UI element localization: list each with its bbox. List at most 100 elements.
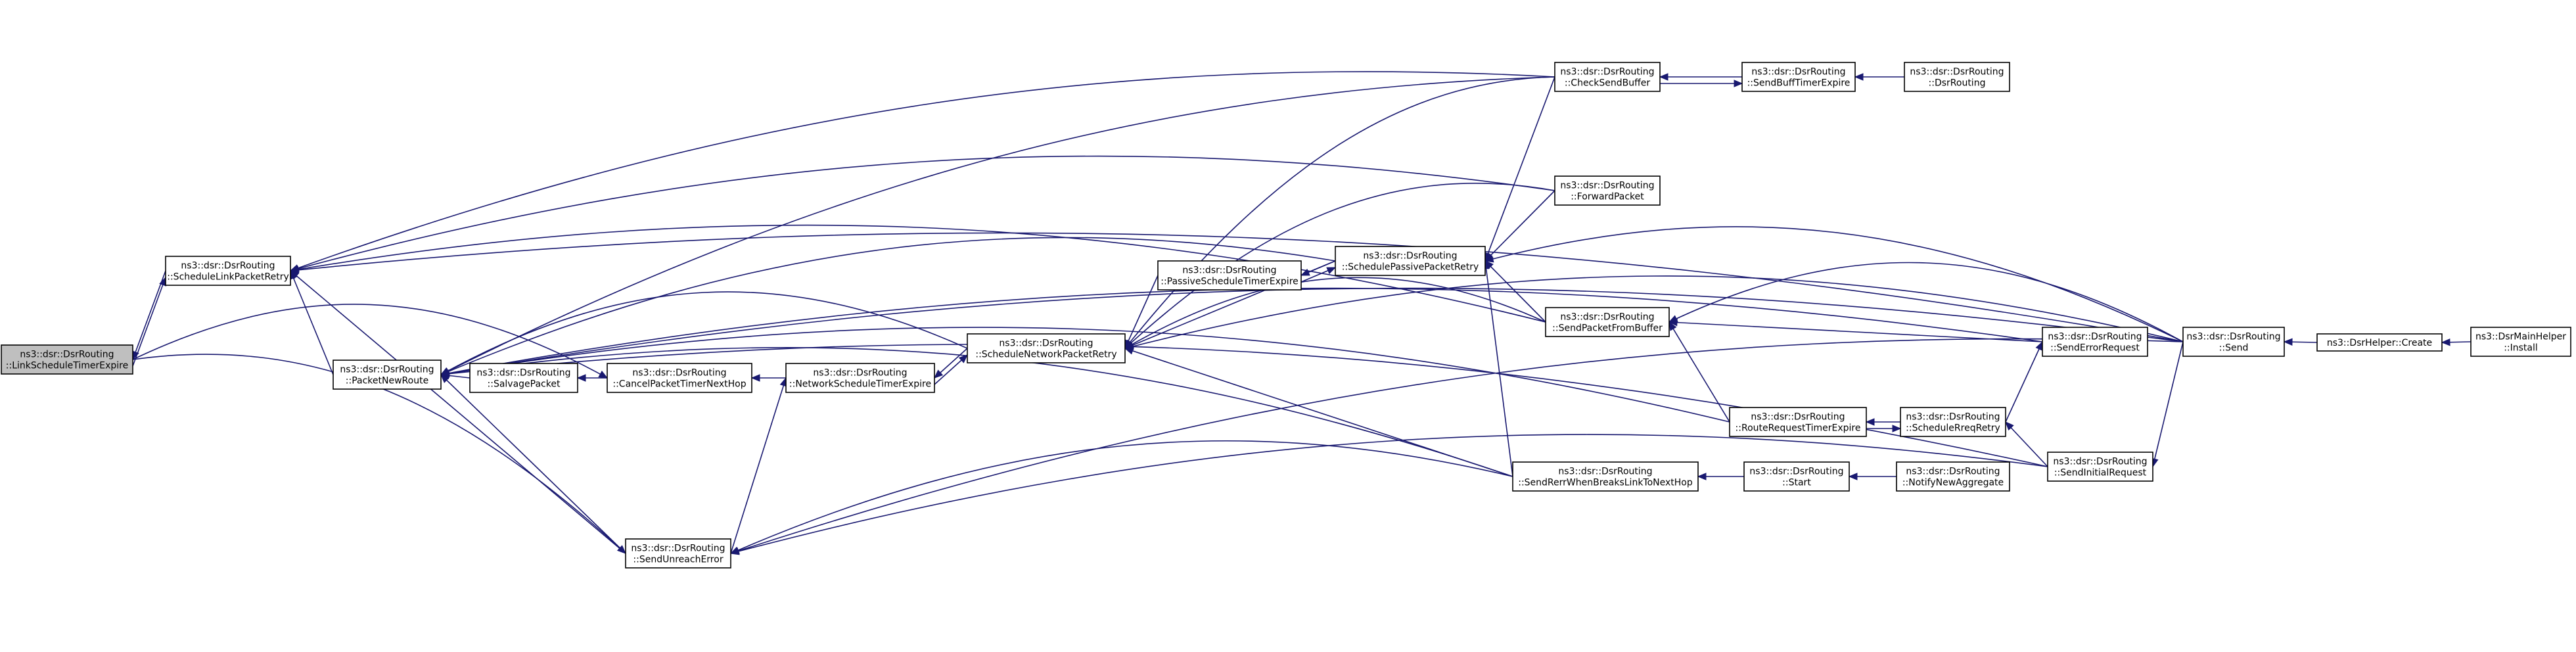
edge-send_buff_timer_expire-to-check_send_buffer (1659, 73, 1742, 81)
edge-layer (131, 71, 2472, 555)
node-schedule-network-packet-retry[interactable]: ns3::dsr::DsrRouting::ScheduleNetworkPac… (967, 333, 1126, 363)
node-label-line: ns3::dsr::DsrRouting (1560, 312, 1654, 323)
node-box (1335, 246, 1486, 276)
node-box (1, 344, 133, 375)
node-box (2042, 327, 2148, 357)
node-schedule-link-packet-retry[interactable]: ns3::dsr::DsrRouting::ScheduleLinkPacket… (165, 256, 291, 286)
node-send[interactable]: ns3::dsr::DsrRouting::Send (2182, 327, 2285, 357)
node-label-line: ns3::dsr::DsrRouting (2053, 457, 2147, 467)
node-label-line: ns3::dsr::DsrRouting (340, 365, 434, 375)
node-dsr-routing-ctor[interactable]: ns3::dsr::DsrRouting::DsrRouting (1904, 62, 2010, 92)
node-send-error-request[interactable]: ns3::dsr::DsrRouting::SendErrorRequest (2042, 327, 2148, 357)
edge-send_rerr_when_breaks-to-packet_new_route (440, 347, 1513, 477)
node-label-line: ::LinkScheduleTimerExpire (6, 361, 128, 371)
node-box (2182, 327, 2285, 357)
edge-dsr_helper_create-to-send (2283, 338, 2318, 346)
node-route-request-timer-expire[interactable]: ns3::dsr::DsrRouting::RouteRequestTimerE… (1729, 407, 1867, 437)
node-label-line: ::PacketNewRoute (346, 376, 428, 386)
edge-check_send_buffer-to-schedule_passive_packet_retry (1484, 76, 1555, 262)
node-label-line: ns3::dsr::DsrRouting (1906, 467, 2000, 477)
node-check-send-buffer[interactable]: ns3::dsr::DsrRouting::CheckSendBuffer (1554, 62, 1661, 92)
node-box (333, 360, 442, 390)
node-start[interactable]: ns3::dsr::DsrRouting::Start (1743, 461, 1850, 492)
node-notify-new-aggregate[interactable]: ns3::dsr::DsrRouting::NotifyNewAggregate (1896, 461, 2010, 492)
node-box (1741, 62, 1856, 92)
node-send-packet-from-buffer[interactable]: ns3::dsr::DsrRouting::SendPacketFromBuff… (1545, 307, 1670, 337)
edge-check_send_buffer-to-schedule_link_packet_retry (289, 71, 1555, 272)
node-label-line: ::ScheduleNetworkPacketRetry (975, 350, 1116, 360)
node-label-line: ::Start (1782, 478, 1811, 488)
node-dsr-main-helper-install[interactable]: ns3::DsrMainHelper::Install (2470, 327, 2571, 357)
node-box (1729, 407, 1867, 437)
edge-schedule_passive_packet_retry-to-passive_schedule_timer_expire (1300, 260, 1336, 276)
node-label-line: ns3::dsr::DsrRouting (632, 368, 726, 379)
node-box (1900, 407, 2006, 437)
edge-forward_packet-to-schedule_network_packet_retry (1124, 183, 1555, 349)
node-label-line: ::SendPacketFromBuffer (1552, 323, 1663, 334)
edge-send_rerr_when_breaks-to-send_unreach_error (729, 440, 1513, 554)
node-link-schedule-timer-expire: ns3::dsr::DsrRouting::LinkScheduleTimerE… (1, 344, 133, 375)
edge-network_schedule_timer_expire-to-cancel_packet_timer_next_hop (750, 374, 786, 382)
edge-link_schedule_timer_expire-to-schedule_link_packet_retry (132, 276, 167, 367)
node-send-buff-timer-expire[interactable]: ns3::dsr::DsrRouting::SendBuffTimerExpir… (1741, 62, 1856, 92)
edge-send-to-schedule_passive_packet_retry (1484, 226, 2184, 342)
node-label-line: ns3::dsr::DsrRouting (2048, 332, 2142, 342)
node-label-line: ns3::dsr::DsrRouting (20, 350, 114, 360)
node-salvage-packet[interactable]: ns3::dsr::DsrRouting::SalvagePacket (469, 363, 578, 393)
node-box (785, 363, 935, 393)
node-label-line: ::SendRerrWhenBreaksLinkToNextHop (1518, 478, 1693, 488)
edge-send_unreach_error-to-network_schedule_timer_expire (730, 377, 787, 554)
node-label-line: ::CheckSendBuffer (1565, 78, 1650, 89)
node-label-line: ns3::dsr::DsrRouting (1906, 412, 2000, 423)
edge-packet_new_route-to-schedule_link_packet_retry (290, 269, 334, 375)
node-label-line: ::SchedulePassivePacketRetry (1342, 262, 1479, 273)
node-box (1157, 260, 1302, 291)
edge-cancel_packet_timer_next_hop-to-salvage_packet (576, 374, 607, 382)
node-label-line: ::DsrRouting (1929, 78, 1986, 89)
edge-forward_packet-to-schedule_passive_packet_retry (1484, 190, 1555, 262)
node-schedule-rreq-retry[interactable]: ns3::dsr::DsrRouting::ScheduleRreqRetry (1900, 407, 2006, 437)
edge-network_schedule_timer_expire-to-schedule_network_packet_retry (934, 354, 968, 385)
node-box (1896, 461, 2010, 492)
node-send-unreach-error[interactable]: ns3::dsr::DsrRouting::SendUnreachError (625, 538, 731, 569)
node-network-schedule-timer-expire[interactable]: ns3::dsr::DsrRouting::NetworkScheduleTim… (785, 363, 935, 393)
edge-check_send_buffer-to-packet_new_route (440, 76, 1555, 375)
node-label-line: ns3::dsr::DsrRouting (1560, 67, 1654, 78)
node-label-line: ::SendUnreachError (633, 555, 723, 565)
node-label-line: ::SalvagePacket (488, 379, 561, 390)
node-label-line: ::ScheduleRreqRetry (1906, 423, 2000, 434)
node-layer: ns3::dsr::DsrRouting::LinkScheduleTimerE… (1, 62, 2571, 569)
node-label-line: ns3::DsrHelper::Create (2327, 338, 2432, 348)
node-box (165, 256, 291, 286)
edge-dsr_main_helper_install-to-dsr_helper_create (2441, 338, 2472, 346)
edge-send_unreach_error-to-packet_new_route (440, 374, 626, 554)
node-send-initial-request[interactable]: ns3::dsr::DsrRouting::SendInitialRequest (2047, 452, 2153, 482)
node-box (1904, 62, 2010, 92)
edge-route_request_timer_expire-to-send_packet_from_buffer (1668, 321, 1730, 423)
node-dsr-helper-create[interactable]: ns3::DsrHelper::Create (2316, 333, 2443, 352)
node-label-line: ::ForwardPacket (1571, 192, 1644, 202)
node-send-rerr-when-breaks[interactable]: ns3::dsr::DsrRouting::SendRerrWhenBreaks… (1512, 461, 1699, 492)
node-schedule-passive-packet-retry[interactable]: ns3::dsr::DsrRouting::SchedulePassivePac… (1335, 246, 1486, 276)
node-box (2470, 327, 2571, 357)
edge-send_initial_request-to-packet_new_route (440, 344, 2048, 467)
node-cancel-packet-timer-next-hop[interactable]: ns3::dsr::DsrRouting::CancelPacketTimerN… (607, 363, 752, 393)
node-box (607, 363, 752, 393)
node-label-line: ns3::dsr::DsrRouting (1910, 67, 2004, 78)
node-label-line: ns3::dsr::DsrRouting (1749, 467, 1843, 477)
node-box (1554, 62, 1661, 92)
node-packet-new-route[interactable]: ns3::dsr::DsrRouting::PacketNewRoute (333, 360, 442, 390)
edge-start-to-send_rerr_when_breaks (1697, 473, 1745, 480)
node-label-line: ::Install (2504, 343, 2538, 354)
edge-send_unreach_error-to-schedule_link_packet_retry (290, 270, 626, 554)
node-label-line: ns3::dsr::DsrRouting (1751, 67, 1845, 78)
node-label-line: ns3::dsr::DsrRouting (1560, 181, 1654, 191)
edge-route_request_timer_expire-to-schedule_rreq_retry (1866, 425, 1902, 432)
edge-send_rerr_when_breaks-to-schedule_passive_packet_retry (1482, 260, 1513, 477)
edge-send-to-send_packet_from_buffer (1668, 262, 2184, 342)
node-passive-schedule-timer-expire[interactable]: ns3::dsr::DsrRouting::PassiveScheduleTim… (1157, 260, 1302, 291)
node-box (2316, 333, 2443, 352)
node-label-line: ns3::dsr::DsrRouting (813, 368, 907, 379)
node-forward-packet[interactable]: ns3::dsr::DsrRouting::ForwardPacket (1554, 175, 1661, 206)
